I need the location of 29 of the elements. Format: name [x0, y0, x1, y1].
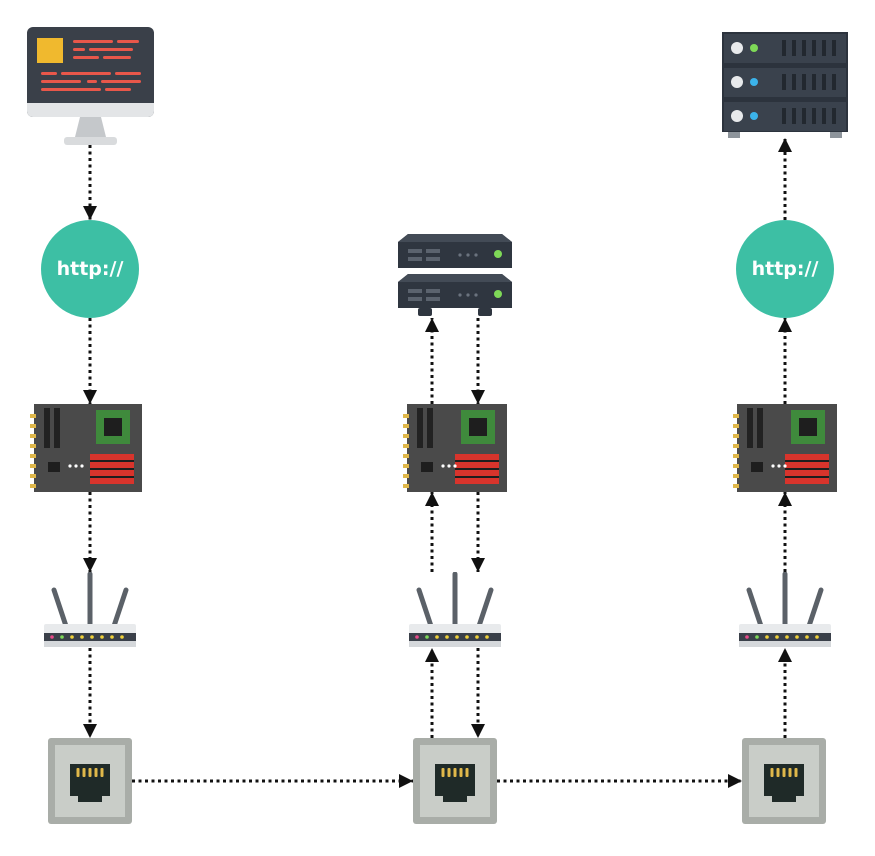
dotted-arrow — [425, 648, 439, 738]
dotted-arrow — [471, 648, 485, 738]
dotted-arrow — [471, 492, 485, 572]
ethernet-port-drawing — [742, 738, 826, 824]
dotted-arrow — [497, 774, 742, 788]
protocol-label: http:// — [56, 258, 124, 280]
dotted-arrow — [778, 492, 792, 572]
monitor-drawing — [27, 27, 154, 145]
rack-server-drawing — [722, 32, 848, 138]
dotted-arrow — [83, 492, 97, 572]
dotted-arrow — [425, 492, 439, 572]
router-drawing — [44, 572, 136, 648]
dotted-arrow — [778, 138, 792, 220]
circuit-board-drawing — [403, 404, 507, 492]
router-drawing — [409, 572, 501, 648]
dotted-arrow — [471, 318, 485, 404]
dotted-arrow — [83, 648, 97, 738]
dotted-arrow — [425, 318, 439, 404]
dotted-arrow — [132, 774, 413, 788]
circuit-board-drawing — [30, 404, 142, 492]
dotted-arrow — [778, 318, 792, 404]
protocol-label: http:// — [752, 258, 818, 280]
dotted-arrow — [778, 648, 792, 738]
ethernet-port-drawing — [48, 738, 132, 824]
circuit-board-drawing — [733, 404, 837, 492]
stacked-server-drawing — [398, 234, 512, 318]
dotted-arrow — [83, 318, 97, 404]
router-drawing — [739, 572, 831, 648]
ethernet-port-drawing — [413, 738, 497, 824]
